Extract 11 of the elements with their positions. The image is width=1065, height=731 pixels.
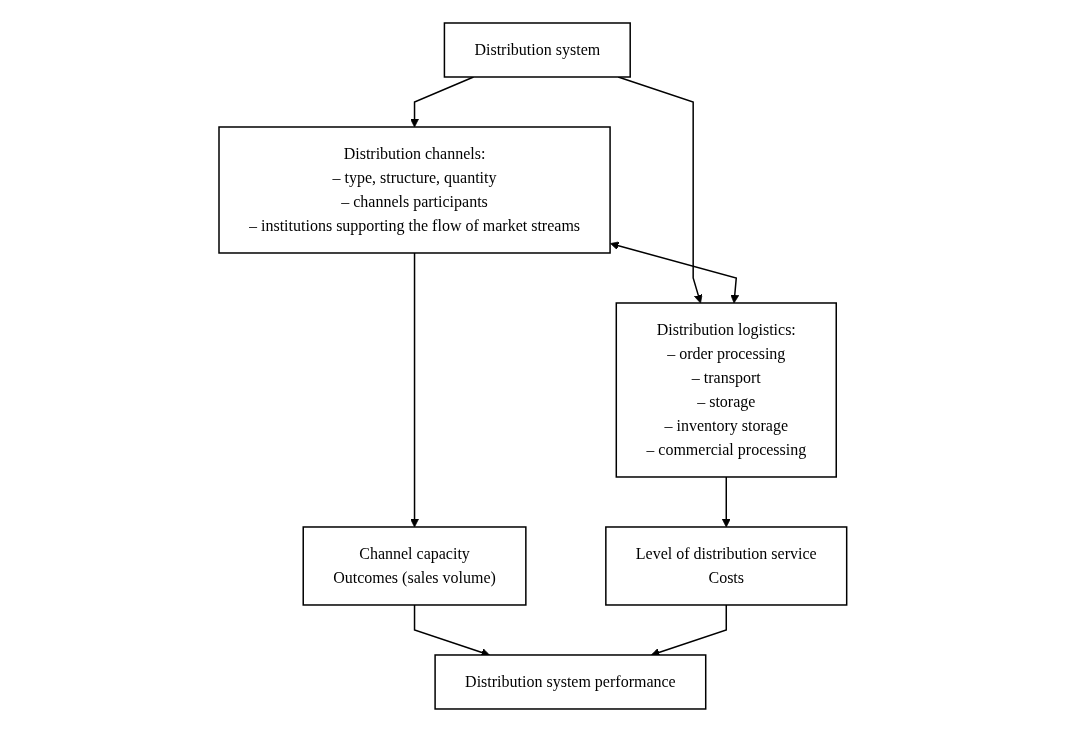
- arrow: [721, 475, 731, 527]
- arrow: [409, 251, 419, 527]
- node-box: Distribution logistics: – order processing – transport – storage – inventory storage – commercial processing: [615, 301, 837, 478]
- node-box: Distribution system performance: [434, 653, 707, 710]
- node-box: Channel capacity Outcomes (sales volume): [302, 525, 527, 606]
- node-box: Level of distribution service Costs: [604, 525, 848, 606]
- arrow: [609, 240, 739, 303]
- arrow: [409, 75, 474, 127]
- node-box: Distribution channels: – type, structure, quantity – channels participants – institutions supporting the flow of market streams: [217, 125, 611, 254]
- node-box: Distribution system: [443, 21, 631, 78]
- arrow: [617, 75, 703, 303]
